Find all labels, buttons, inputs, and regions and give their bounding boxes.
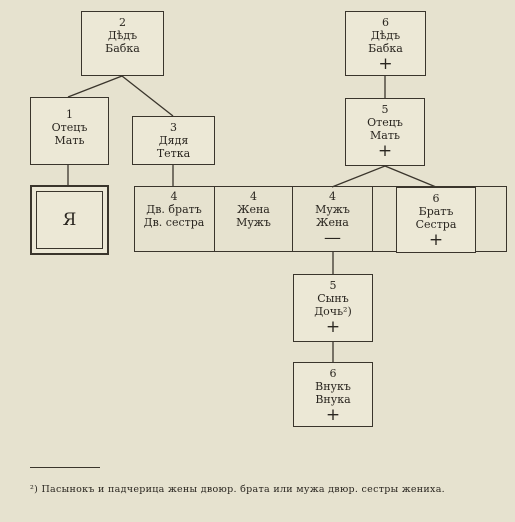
footnote-rule	[30, 467, 100, 468]
ego-box: Я	[30, 185, 109, 255]
cousins-box: 4 Дв. братъ Дв. сестра	[134, 186, 214, 252]
footnote-text: Пасынокъ и падчерица жены двоюр. брата и…	[41, 484, 445, 495]
box-label-male: Мужъ	[315, 203, 350, 216]
ego-label: Я	[36, 191, 103, 249]
box-number: 6	[382, 16, 389, 29]
box-label-female: Мать	[54, 134, 85, 147]
plus-sign: +	[378, 54, 393, 74]
spouse-box: 4 Жена Мужъ	[214, 186, 293, 252]
box-label-male: Братъ	[418, 205, 454, 218]
plus-sign: +	[428, 230, 444, 250]
box-label-female: Бабка	[368, 42, 403, 55]
box-label-female: Внука	[315, 393, 351, 406]
box-number: 2	[119, 16, 126, 29]
box-label-female: Дочь²)	[314, 305, 352, 318]
parents-left-box: 1 Отецъ Мать	[30, 97, 109, 165]
box-label-male: Дѣдъ	[370, 29, 401, 42]
box-number: 6	[329, 367, 337, 380]
box-label-female: Бабка	[105, 42, 140, 55]
box-label-female: Дв. сестра	[143, 216, 205, 229]
grandchildren-box: 6 Внукъ Внука +	[293, 362, 373, 427]
minus-sign: —	[324, 228, 341, 248]
box-label-female: Сестра	[415, 218, 457, 231]
box-number: 4	[170, 190, 178, 203]
grandparents-right-box: 6 Дѣдъ Бабка +	[345, 11, 426, 76]
box-label-male: Отецъ	[51, 121, 88, 134]
box-label-male: Мужъ	[236, 216, 271, 229]
uncle-aunt-box: 3 Дядя Тетка	[132, 116, 215, 165]
plus-sign: +	[377, 141, 393, 161]
box-label-male: Дв. братъ	[146, 203, 202, 216]
box-label-female: Жена	[316, 216, 349, 229]
box-number: 5	[381, 103, 389, 116]
footnote-marker: ²)	[30, 484, 39, 495]
parents-right-box: 5 Отецъ Мать +	[345, 98, 425, 166]
box-label-male: Внукъ	[315, 380, 351, 393]
box-number: 3	[170, 121, 177, 134]
husband-wife-box: 4 Мужъ Жена —	[293, 186, 373, 252]
plus-sign: +	[325, 405, 341, 425]
generation-strip	[134, 186, 507, 252]
box-number: 4	[250, 190, 257, 203]
box-label-male: Сынъ	[317, 292, 349, 305]
box-label-male: Дядя	[158, 134, 189, 147]
box-label-female: Жена	[237, 203, 270, 216]
siblings-right-box: 6 Братъ Сестра +	[396, 187, 476, 253]
box-label-male: Отецъ	[367, 116, 403, 129]
plus-sign: +	[325, 317, 341, 337]
son-daughter-box: 5 Сынъ Дочь²) +	[293, 274, 373, 342]
box-label-female: Мать	[370, 129, 400, 142]
footnote: ²) Пасынокъ и падчерица жены двоюр. брат…	[30, 481, 490, 499]
grandparents-left-box: 2 Дѣдъ Бабка	[81, 11, 164, 76]
box-number: 1	[66, 108, 73, 121]
box-label-male: Дѣдъ	[107, 29, 138, 42]
box-number: 4	[329, 190, 336, 203]
box-label-female: Тетка	[156, 147, 191, 160]
box-number: 6	[432, 192, 440, 205]
box-number: 5	[329, 279, 337, 292]
